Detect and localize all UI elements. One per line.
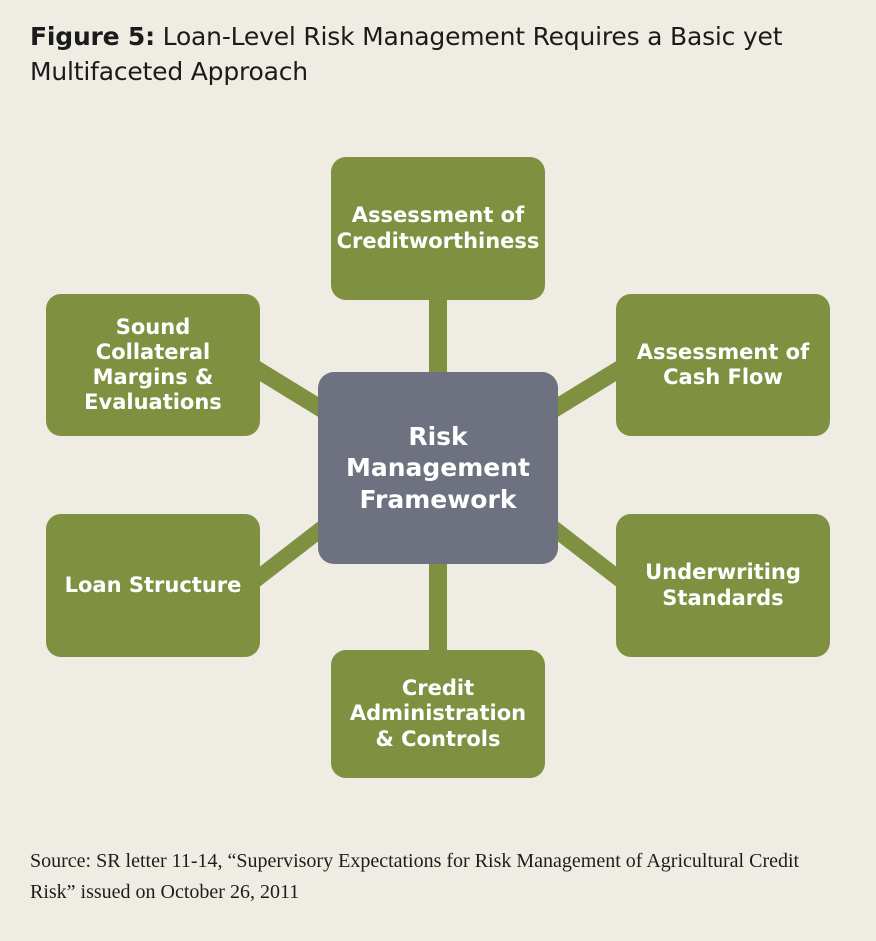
connector-layer bbox=[258, 296, 618, 654]
node-label-line: Cash Flow bbox=[663, 365, 783, 389]
node-label-line: Framework bbox=[359, 484, 517, 514]
source-note: Source: SR letter 11-14, “Supervisory Ex… bbox=[30, 850, 800, 903]
node-label: Risk Management Framework bbox=[346, 421, 530, 516]
node-label-line: Evaluations bbox=[84, 390, 222, 415]
node-label-line: Administration bbox=[349, 701, 527, 726]
node-loan-structure[interactable]: Loan Structure bbox=[46, 514, 260, 657]
node-label-line: Creditworthiness bbox=[336, 228, 540, 253]
node-label: Sound Collateral Margins & Evaluations bbox=[84, 315, 222, 416]
node-label: Underwriting Standards bbox=[645, 560, 801, 610]
connector-bottom bbox=[429, 560, 447, 654]
figure-number-label: Figure 5: bbox=[30, 22, 155, 51]
connector-bottom-right bbox=[556, 520, 618, 588]
node-label: Credit Administration & Controls bbox=[350, 676, 526, 752]
node-label-line: Collateral bbox=[95, 339, 211, 364]
node-risk-management-framework[interactable]: Risk Management Framework bbox=[318, 372, 558, 564]
node-credit-administration-controls[interactable]: Credit Administration & Controls bbox=[331, 650, 545, 778]
node-label-line: Assessment of bbox=[636, 339, 810, 364]
node-sound-collateral-margins-evaluations[interactable]: Sound Collateral Margins & Evaluations bbox=[46, 294, 260, 436]
node-label-line: Underwriting bbox=[645, 560, 801, 585]
node-label: Assessment of Cash Flow bbox=[637, 340, 809, 390]
node-assessment-of-cash-flow[interactable]: Assessment of Cash Flow bbox=[616, 294, 830, 436]
node-label-line: Risk bbox=[408, 421, 468, 451]
node-label-line: & Controls bbox=[375, 726, 501, 751]
figure-title: Figure 5: Loan-Level Risk Management Req… bbox=[30, 20, 820, 89]
node-label-line: Management bbox=[345, 453, 531, 483]
node-label-line: Margins & bbox=[92, 365, 214, 389]
connector-bottom-left bbox=[258, 520, 320, 588]
node-label-line: Standards bbox=[662, 585, 784, 610]
node-assessment-of-creditworthiness[interactable]: Assessment of Creditworthiness bbox=[331, 157, 545, 300]
connector-top-right bbox=[556, 360, 618, 418]
node-label: Assessment of Creditworthiness bbox=[337, 203, 540, 253]
figure-title-text: Loan-Level Risk Management Requires a Ba… bbox=[30, 22, 783, 86]
node-underwriting-standards[interactable]: Underwriting Standards bbox=[616, 514, 830, 657]
connector-top-left bbox=[258, 360, 320, 418]
node-label-line: Assessment of bbox=[351, 203, 525, 228]
hub-and-spoke-diagram: Assessment of Creditworthiness Sound Col… bbox=[0, 120, 876, 810]
node-label-line: Loan Structure bbox=[64, 572, 242, 597]
connector-top bbox=[429, 296, 447, 376]
node-label-line: Sound bbox=[115, 314, 191, 339]
node-label: Loan Structure bbox=[65, 573, 242, 598]
node-label-line: Credit bbox=[401, 676, 475, 701]
